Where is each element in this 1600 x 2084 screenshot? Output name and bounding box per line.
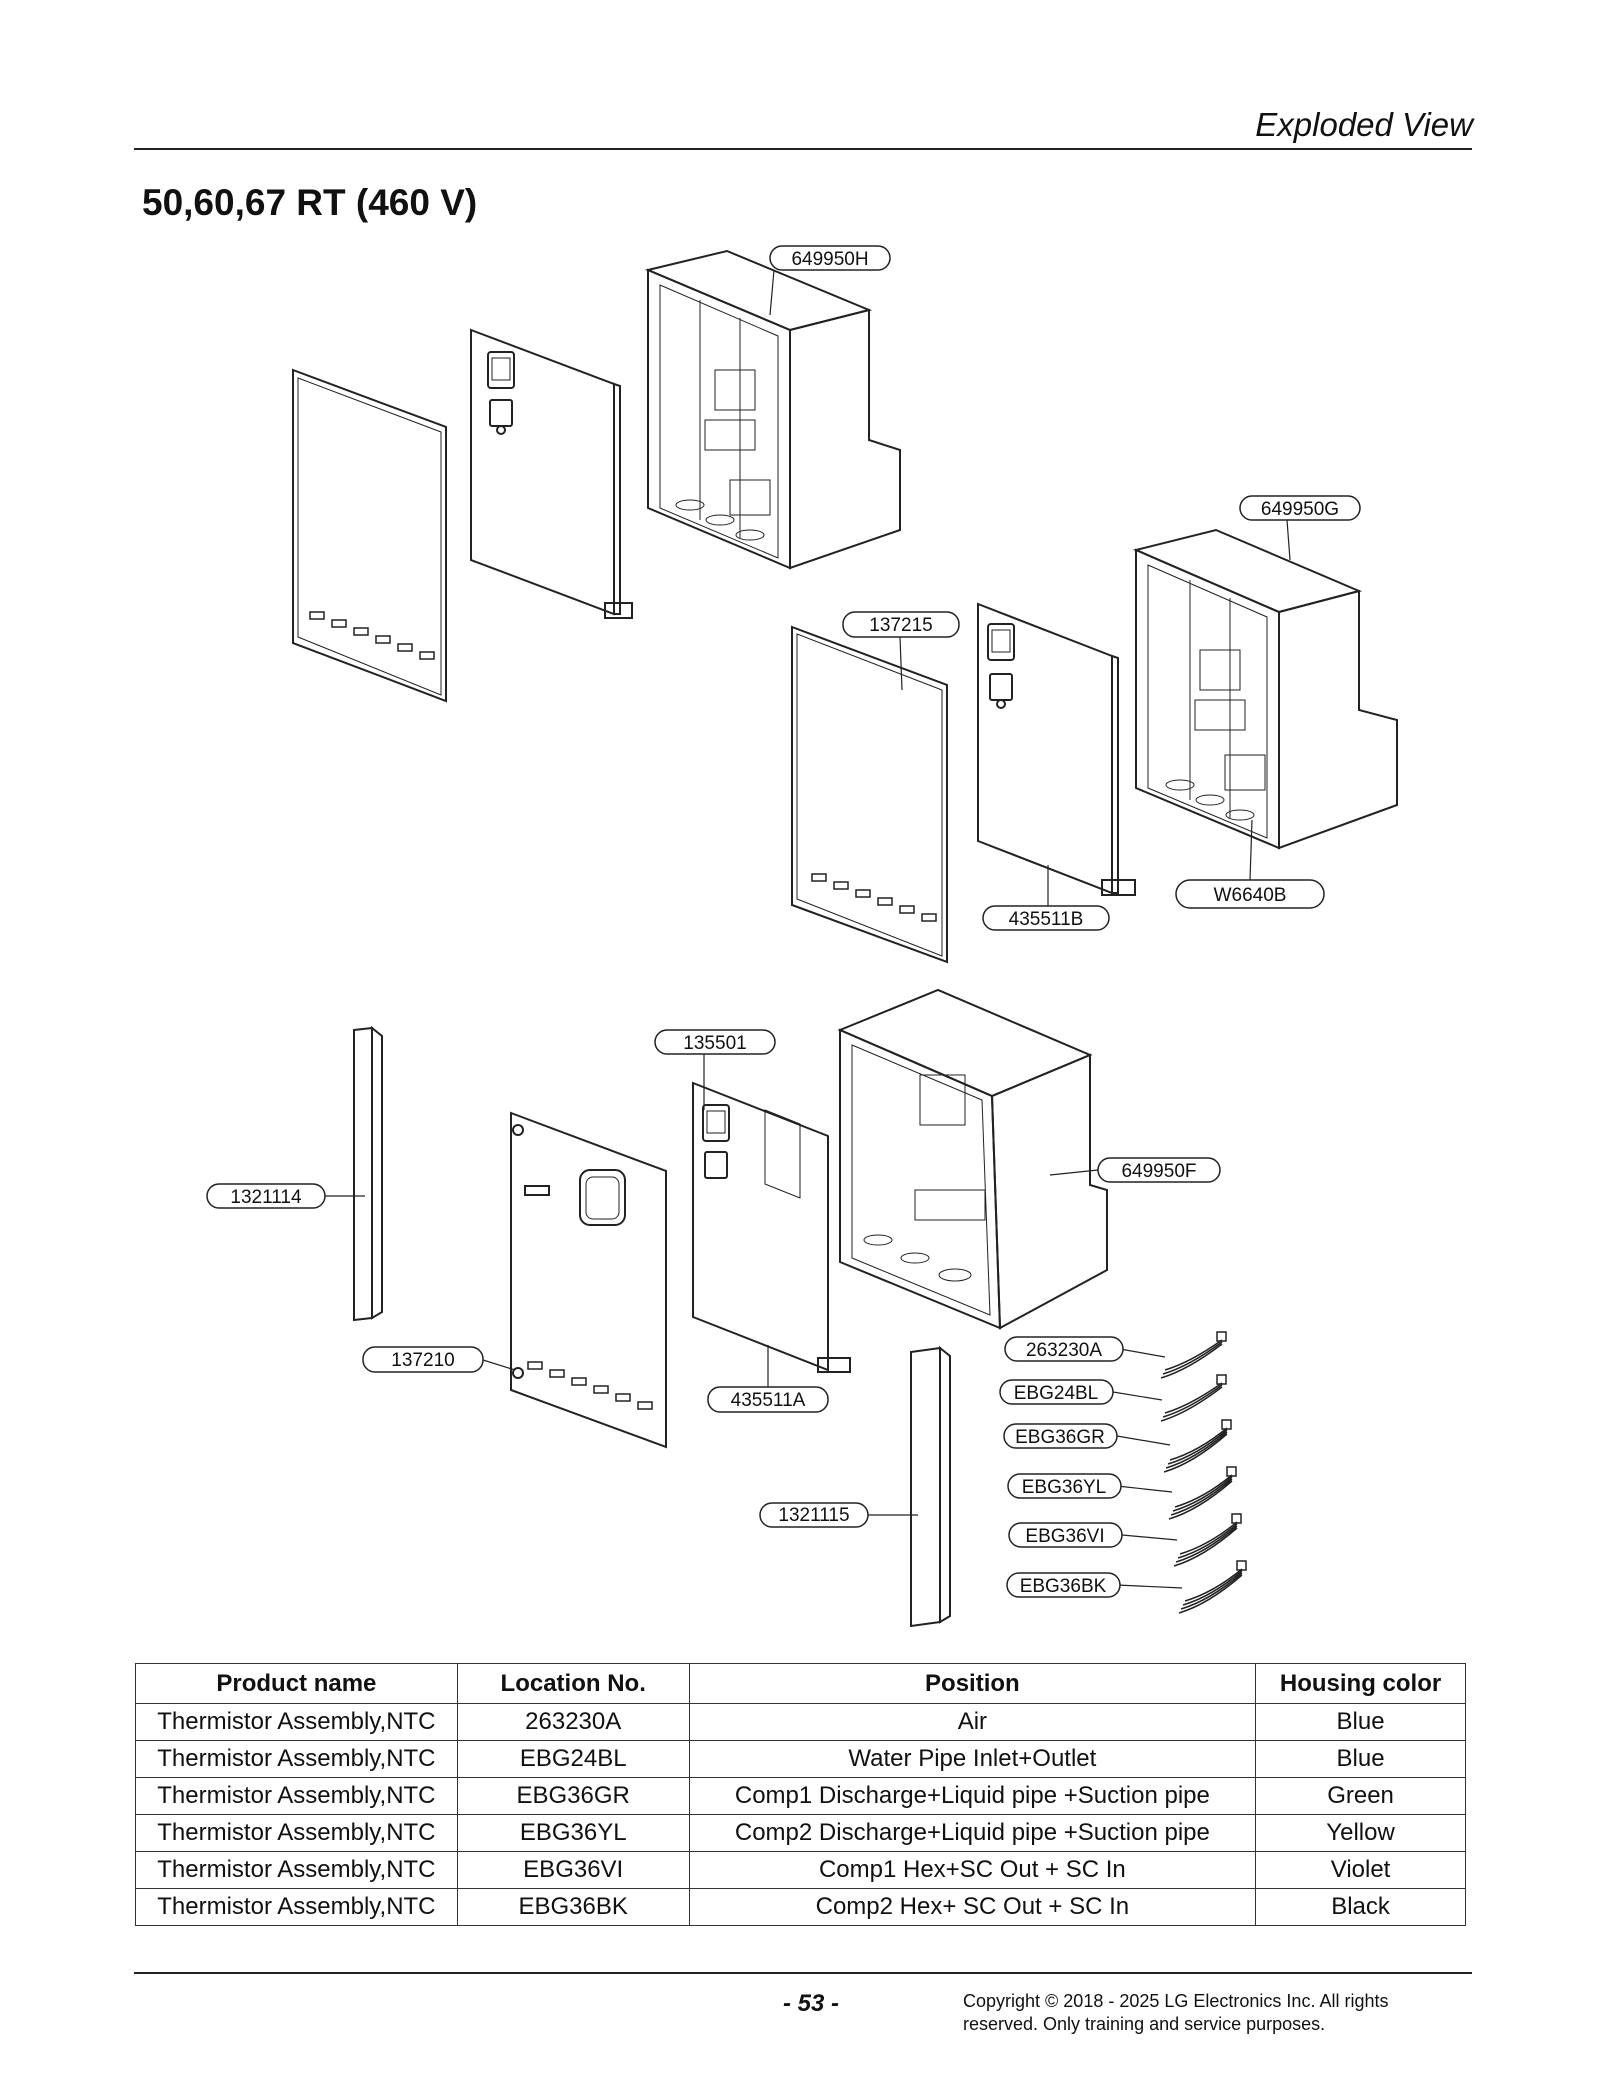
- unit-649950H: [644, 249, 901, 570]
- table-row: Thermistor Assembly,NTC EBG36YL Comp2 Di…: [135, 1814, 1466, 1852]
- svg-text:EBG36VI: EBG36VI: [1025, 1526, 1104, 1547]
- cell-product-name: Thermistor Assembly,NTC: [135, 1814, 458, 1852]
- copyright-line-1: Copyright © 2018 - 2025 LG Electronics I…: [963, 1991, 1389, 2011]
- cell-location-no: EBG36BK: [456, 1888, 690, 1926]
- callout-135501: 135501: [654, 1029, 776, 1055]
- svg-text:263230A: 263230A: [1026, 1340, 1102, 1361]
- cell-product-name: Thermistor Assembly,NTC: [135, 1888, 458, 1926]
- header-rule: [134, 148, 1472, 150]
- side-panel-1: [292, 368, 447, 703]
- callout-649950H: 649950H: [769, 245, 891, 271]
- cell-position: Comp1 Hex+SC Out + SC In: [688, 1851, 1257, 1889]
- cell-location-no: EBG36VI: [456, 1851, 690, 1889]
- callout-435511B: 435511B: [982, 905, 1110, 931]
- cell-location-no: EBG36YL: [456, 1814, 690, 1852]
- callout-1321114: 1321114: [206, 1183, 326, 1209]
- svg-text:EBG36BK: EBG36BK: [1020, 1576, 1107, 1597]
- thermistor-table: Product name Location No. Position Housi…: [135, 1663, 1466, 1926]
- svg-text:135501: 135501: [683, 1033, 746, 1054]
- col-position: Position: [688, 1663, 1257, 1704]
- cell-product-name: Thermistor Assembly,NTC: [135, 1703, 458, 1741]
- callout-137210: 137210: [362, 1346, 484, 1373]
- unit-649950F: [837, 988, 1108, 1330]
- cell-product-name: Thermistor Assembly,NTC: [135, 1740, 458, 1778]
- side-panel-2: [791, 625, 948, 964]
- col-housing-color: Housing color: [1255, 1663, 1466, 1704]
- callout-EBG36BK: EBG36BK: [1006, 1572, 1121, 1598]
- table-header-row: Product name Location No. Position Housi…: [135, 1663, 1466, 1704]
- page-title: 50,60,67 RT (460 V): [142, 182, 478, 223]
- copyright-notice: Copyright © 2018 - 2025 LG Electronics I…: [963, 1990, 1483, 2036]
- cell-housing-color: Black: [1255, 1888, 1466, 1926]
- col-location-no: Location No.: [456, 1663, 690, 1704]
- cell-location-no: EBG24BL: [456, 1740, 690, 1778]
- front-panel-1: [470, 328, 633, 619]
- svg-text:EBG36YL: EBG36YL: [1022, 1477, 1107, 1498]
- callout-263230A: 263230A: [1004, 1336, 1124, 1362]
- footer-rule: [134, 1972, 1472, 1974]
- rail-1321115: [910, 1345, 951, 1628]
- table-row: Thermistor Assembly,NTC EBG24BL Water Pi…: [135, 1740, 1466, 1778]
- thermistor-cables: [1160, 1331, 1247, 1614]
- svg-text:137210: 137210: [391, 1350, 454, 1371]
- table-row: Thermistor Assembly,NTC EBG36GR Comp1 Di…: [135, 1777, 1466, 1815]
- callout-W6640B: W6640B: [1175, 879, 1325, 909]
- front-panel-435511A: [692, 1081, 851, 1373]
- exploded-view-drawing: 649950H 649950G 137215 W6640B 435511B 13…: [206, 245, 1398, 1628]
- cell-position: Comp1 Discharge+Liquid pipe +Suction pip…: [688, 1777, 1257, 1815]
- svg-text:W6640B: W6640B: [1214, 885, 1287, 906]
- svg-text:EBG24BL: EBG24BL: [1014, 1383, 1099, 1404]
- callout-649950G: 649950G: [1239, 495, 1361, 521]
- section-title: Exploded View: [1255, 106, 1473, 143]
- callout-labels: 649950H 649950G 137215 W6640B 435511B 13…: [206, 245, 1361, 1598]
- svg-text:435511B: 435511B: [1009, 909, 1084, 930]
- front-panel-2: [977, 602, 1136, 896]
- callout-137215: 137215: [842, 611, 960, 638]
- copyright-line-2: reserved. Only training and service purp…: [963, 2014, 1326, 2034]
- callout-1321115: 1321115: [759, 1502, 869, 1528]
- cell-product-name: Thermistor Assembly,NTC: [135, 1851, 458, 1889]
- cell-housing-color: Blue: [1255, 1740, 1466, 1778]
- rail-1321114: [353, 1025, 383, 1322]
- cell-housing-color: Blue: [1255, 1703, 1466, 1741]
- svg-text:1321115: 1321115: [778, 1505, 849, 1526]
- table-row: Thermistor Assembly,NTC 263230A Air Blue: [135, 1703, 1466, 1741]
- svg-text:649950G: 649950G: [1261, 499, 1339, 520]
- cell-housing-color: Violet: [1255, 1851, 1466, 1889]
- svg-text:649950F: 649950F: [1121, 1161, 1196, 1182]
- callout-EBG36YL: EBG36YL: [1007, 1473, 1122, 1499]
- callout-649950F: 649950F: [1097, 1157, 1221, 1183]
- svg-text:435511A: 435511A: [731, 1390, 806, 1411]
- table-row: Thermistor Assembly,NTC EBG36VI Comp1 He…: [135, 1851, 1466, 1889]
- callout-435511A: 435511A: [707, 1386, 829, 1413]
- svg-text:EBG36GR: EBG36GR: [1015, 1427, 1105, 1448]
- cell-location-no: EBG36GR: [456, 1777, 690, 1815]
- svg-text:649950H: 649950H: [791, 249, 868, 270]
- cell-housing-color: Green: [1255, 1777, 1466, 1815]
- svg-text:137215: 137215: [869, 615, 932, 636]
- cell-position: Comp2 Discharge+Liquid pipe +Suction pip…: [688, 1814, 1257, 1852]
- page-number: - 53 -: [783, 1990, 840, 2017]
- unit-649950G: [1132, 528, 1398, 850]
- cell-position: Air: [688, 1703, 1257, 1741]
- callout-EBG24BL: EBG24BL: [999, 1379, 1114, 1405]
- svg-text:1321114: 1321114: [230, 1187, 302, 1208]
- table-row: Thermistor Assembly,NTC EBG36BK Comp2 He…: [135, 1888, 1466, 1926]
- door-137210: [510, 1111, 667, 1449]
- callout-EBG36VI: EBG36VI: [1008, 1522, 1123, 1548]
- cell-housing-color: Yellow: [1255, 1814, 1466, 1852]
- cell-product-name: Thermistor Assembly,NTC: [135, 1777, 458, 1815]
- cell-location-no: 263230A: [456, 1703, 690, 1741]
- cell-position: Comp2 Hex+ SC Out + SC In: [688, 1888, 1257, 1926]
- cell-position: Water Pipe Inlet+Outlet: [688, 1740, 1257, 1778]
- callout-EBG36GR: EBG36GR: [1003, 1423, 1118, 1449]
- col-product-name: Product name: [135, 1663, 458, 1704]
